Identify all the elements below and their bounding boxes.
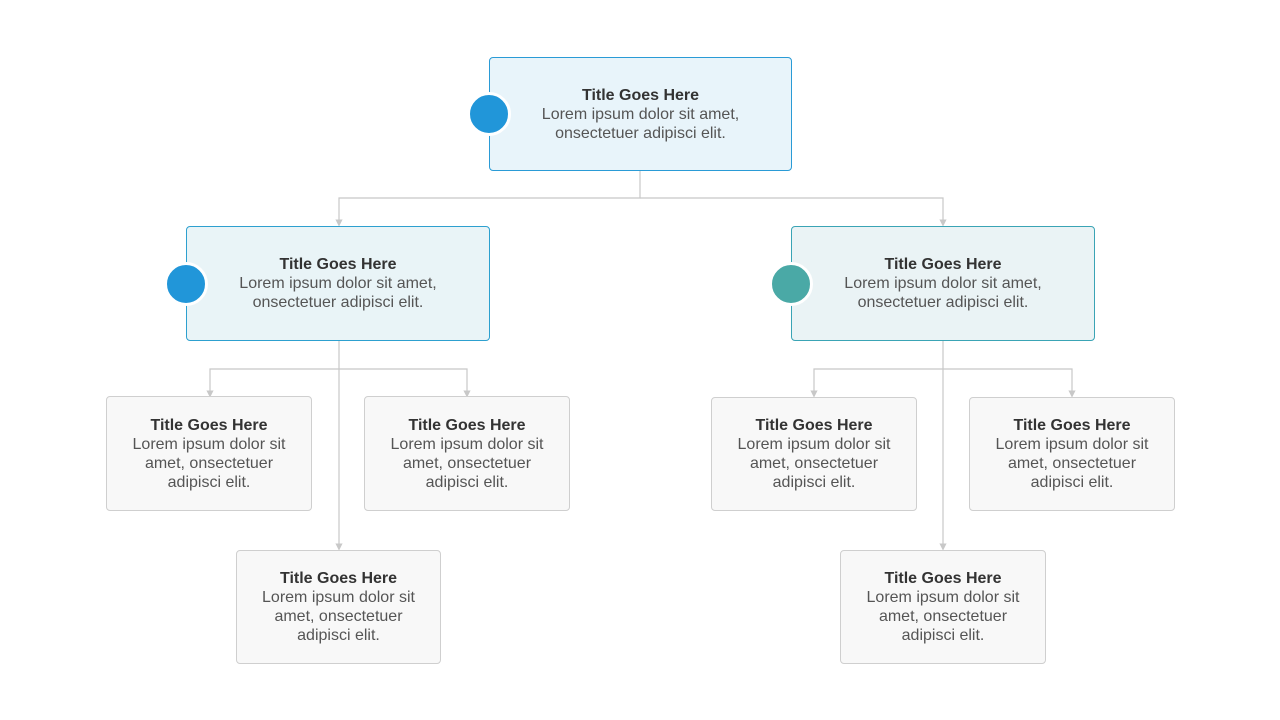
right-child-node-2: Title Goes Here Lorem ipsum dolor sit am… [969, 397, 1175, 511]
node-description-line: Lorem ipsum dolor sit [132, 435, 286, 453]
node-description-line: onsectetuer adipisci elit. [555, 124, 726, 142]
connector-root-right [640, 197, 947, 227]
connector-left-child-2 [339, 368, 471, 398]
node-description-line: onsectetuer adipisci elit. [252, 294, 424, 311]
right-marker-circle [769, 262, 813, 306]
node-title: Title Goes Here [279, 570, 398, 587]
node-description-line: Lorem ipsum dolor sit [737, 436, 891, 453]
node-description-line: Lorem ipsum dolor sit [995, 436, 1149, 453]
node-description-line: adipisci elit. [1030, 474, 1114, 491]
node-title: Title Goes Here [581, 86, 700, 104]
connector-right-child-1 [810, 341, 944, 398]
node-description-line: adipisci elit. [901, 627, 985, 644]
root-marker-circle [467, 92, 511, 136]
connector-root-left [335, 171, 641, 227]
left-child-node-1: Title Goes Here Lorem ipsum dolor sit am… [106, 396, 312, 511]
node-title: Title Goes Here [884, 570, 1002, 587]
node-description-line: amet, onsectetuer [402, 454, 532, 472]
node-title: Title Goes Here [150, 416, 268, 434]
root-node: Title Goes Here Lorem ipsum dolor sit am… [489, 57, 792, 171]
node-description-line: Lorem ipsum dolor sit amet, [541, 105, 740, 123]
node-description-line: Lorem ipsum dolor sit [866, 589, 1020, 606]
node-description-line: amet, onsectetuer [749, 455, 879, 472]
node-title: Title Goes Here [279, 256, 397, 273]
node-description-line: Lorem ipsum dolor sit [390, 435, 544, 453]
left-child-node-3: Title Goes Here Lorem ipsum dolor sit am… [236, 550, 441, 664]
node-description-line: adipisci elit. [297, 627, 380, 644]
node-description-line: amet, onsectetuer [1007, 455, 1137, 472]
node-description-line: amet, onsectetuer [144, 454, 274, 472]
node-description-line: adipisci elit. [772, 474, 856, 491]
node-description-line: amet, onsectetuer [878, 608, 1008, 625]
node-description-line: onsectetuer adipisci elit. [857, 294, 1029, 311]
node-description-line: Lorem ipsum dolor sit amet, [844, 275, 1042, 292]
node-description-line: adipisci elit. [425, 473, 509, 491]
right-child-node-3: Title Goes Here Lorem ipsum dolor sit am… [840, 550, 1046, 664]
node-title: Title Goes Here [1013, 417, 1131, 434]
node-description-line: Lorem ipsum dolor sit amet, [239, 275, 437, 292]
right-child-node-1: Title Goes Here Lorem ipsum dolor sit am… [711, 397, 917, 511]
right-branch-node: Title Goes Here Lorem ipsum dolor sit am… [791, 226, 1095, 341]
node-title: Title Goes Here [884, 256, 1002, 273]
node-description-line: adipisci elit. [167, 473, 251, 491]
node-title: Title Goes Here [755, 417, 873, 434]
left-marker-circle [164, 262, 208, 306]
node-description-line: Lorem ipsum dolor sit [262, 589, 415, 606]
connector-left-child-1 [206, 341, 340, 398]
left-child-node-2: Title Goes Here Lorem ipsum dolor sit am… [364, 396, 570, 511]
connector-right-child-2 [943, 368, 1076, 398]
left-branch-node: Title Goes Here Lorem ipsum dolor sit am… [186, 226, 490, 341]
node-description-line: amet, onsectetuer [274, 608, 403, 625]
node-title: Title Goes Here [408, 416, 526, 434]
